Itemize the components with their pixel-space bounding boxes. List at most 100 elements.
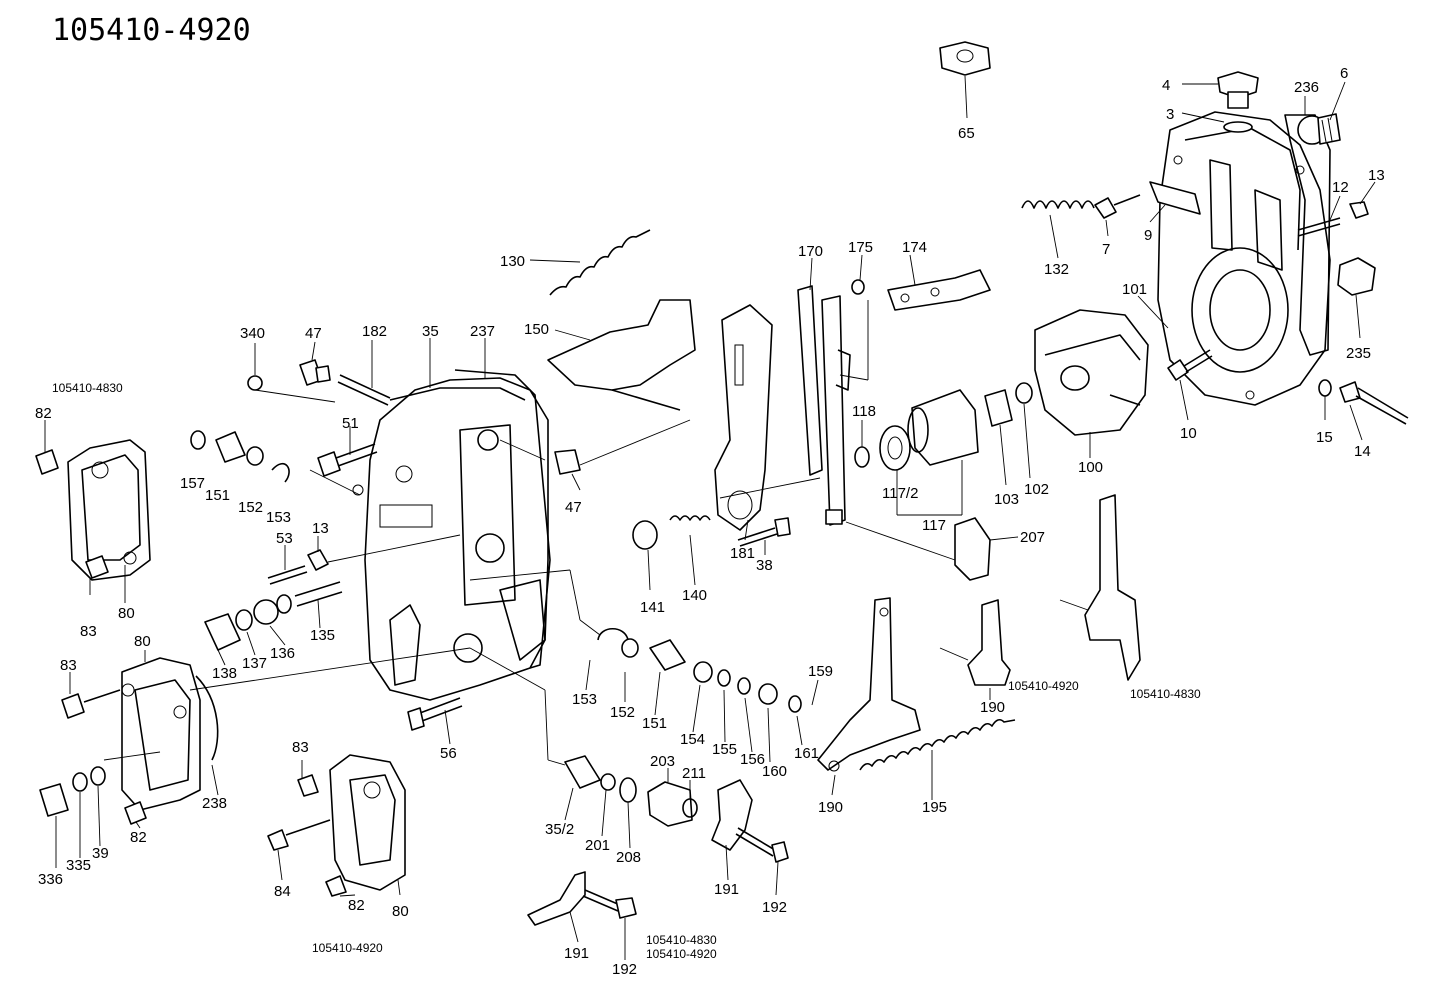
label-152-left: 152 <box>238 499 263 516</box>
part-182-pin <box>337 374 391 406</box>
label-190-right: 190 <box>980 699 1005 716</box>
part-lever-4830-right <box>1084 494 1141 681</box>
part-195-spring <box>859 718 1016 771</box>
label-117: 117 <box>922 517 946 534</box>
part-12-bolt <box>1297 201 1369 237</box>
label-150: 150 <box>524 321 549 338</box>
part-140-spring <box>669 515 711 521</box>
part-141-nut <box>632 520 658 550</box>
part-3-washer <box>1223 121 1253 133</box>
part-118-washer <box>854 446 870 468</box>
label-203: 203 <box>650 753 675 770</box>
label-181: 181 <box>730 545 755 562</box>
part-136-nut <box>253 599 279 625</box>
label-190-left: 190 <box>818 799 843 816</box>
note-4830-right: 105410-4830 <box>1130 687 1201 701</box>
label-207: 207 <box>1020 529 1045 546</box>
label-152-right: 152 <box>610 704 635 721</box>
part-47-bolt-top <box>299 359 331 386</box>
part-80-cover-middle <box>61 657 219 825</box>
label-132: 132 <box>1044 261 1069 278</box>
label-191-right: 191 <box>714 881 739 898</box>
label-101: 101 <box>1122 281 1147 298</box>
part-number-labels: 4 3 236 6 65 13 12 132 7 9 101 235 10 15… <box>35 65 1385 978</box>
part-35-governor-cover <box>352 377 549 701</box>
part-6-plug <box>1297 113 1341 145</box>
part-117-2-bearing <box>879 425 911 471</box>
part-80-cover-left <box>35 439 151 581</box>
part-83-bolt-top <box>85 555 109 579</box>
part-335-washer <box>72 772 88 792</box>
label-80-middle: 80 <box>134 633 151 650</box>
part-237-gasket <box>454 369 551 669</box>
label-102: 102 <box>1024 481 1049 498</box>
part-152-oring-right <box>621 638 639 658</box>
part-7-screw <box>1094 181 1201 219</box>
note-4830-bottom: 105410-4830 <box>646 933 717 947</box>
part-4-plug <box>1217 71 1259 133</box>
part-83-bolt-middle <box>61 693 85 719</box>
label-161: 161 <box>794 745 819 762</box>
part-35-2-fitting <box>564 755 601 789</box>
label-12: 12 <box>1332 179 1349 196</box>
label-100: 100 <box>1078 459 1103 476</box>
part-201-oring <box>600 773 616 791</box>
label-159: 159 <box>808 663 833 680</box>
label-35-2: 35/2 <box>545 821 574 838</box>
part-82-bolt-top <box>35 449 59 475</box>
label-191-bottom: 191 <box>564 945 589 962</box>
label-80-bottom: 80 <box>392 903 409 920</box>
label-236: 236 <box>1294 79 1319 96</box>
label-170: 170 <box>798 243 823 260</box>
label-82-top: 82 <box>35 405 52 422</box>
label-10: 10 <box>1180 425 1197 442</box>
label-155: 155 <box>712 741 737 758</box>
leader-lines <box>44 81 1376 960</box>
label-153-left: 153 <box>266 509 291 526</box>
part-13-nut-left <box>307 549 329 571</box>
part-151-bushing-right <box>649 639 686 671</box>
label-192-bottom: 192 <box>612 961 637 978</box>
part-117-drum <box>879 389 979 471</box>
label-208: 208 <box>616 849 641 866</box>
label-130: 130 <box>500 253 525 270</box>
label-182: 182 <box>362 323 387 340</box>
part-151-bushing-left <box>215 431 246 463</box>
label-137: 137 <box>242 655 267 672</box>
part-10-screw <box>1167 349 1213 381</box>
label-7: 7 <box>1102 241 1110 258</box>
part-14-bolt <box>1318 379 1409 425</box>
part-203-sleeve <box>647 781 693 827</box>
label-47-right: 47 <box>565 499 582 516</box>
label-235: 235 <box>1346 345 1371 362</box>
label-53: 53 <box>276 530 293 547</box>
label-340: 340 <box>240 325 265 342</box>
part-152-oring-left <box>246 446 264 466</box>
part-150-lever <box>547 299 696 391</box>
label-135: 135 <box>310 627 335 644</box>
label-335: 335 <box>66 857 91 874</box>
label-238: 238 <box>202 795 227 812</box>
label-51: 51 <box>342 415 359 432</box>
part-161-washer <box>788 695 802 713</box>
part-38-screw <box>737 527 778 547</box>
label-136: 136 <box>270 645 295 662</box>
part-15-washer <box>1318 379 1332 397</box>
part-160-spacer <box>758 683 778 705</box>
label-156: 156 <box>740 751 765 768</box>
note-4830-left-top: 105410-4830 <box>52 381 123 395</box>
label-151-right: 151 <box>642 715 667 732</box>
label-6: 6 <box>1340 65 1348 82</box>
part-336-cap <box>39 783 69 817</box>
diagram-title: 105410-4920 <box>52 13 251 48</box>
part-100-flyweight <box>1034 309 1149 436</box>
label-192-right: 192 <box>762 899 787 916</box>
part-51-bolt <box>317 443 378 477</box>
label-211: 211 <box>682 765 706 782</box>
label-103: 103 <box>994 491 1019 508</box>
part-340-washer <box>247 375 263 391</box>
part-103-sleeve <box>984 389 1013 427</box>
part-137-washer <box>235 609 253 631</box>
label-13-right: 13 <box>1368 167 1385 184</box>
label-174: 174 <box>902 239 927 256</box>
